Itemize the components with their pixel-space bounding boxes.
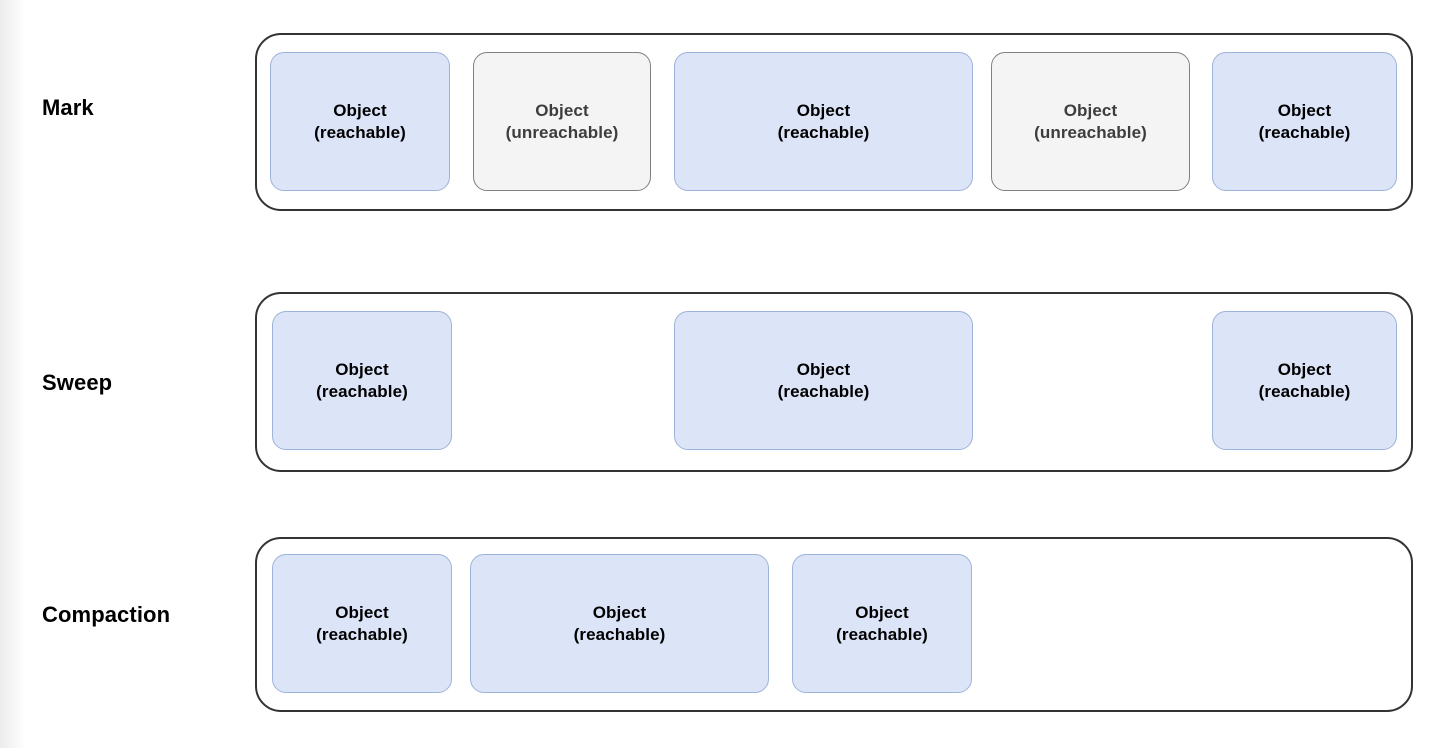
object-title: Object: [333, 100, 387, 120]
object-title: Object: [592, 602, 647, 622]
object-title: Object: [335, 359, 389, 379]
object-title: Object: [535, 100, 589, 120]
object-state: (reachable): [316, 624, 408, 644]
object-state: (reachable): [1258, 122, 1351, 142]
object-title: Object: [1277, 100, 1332, 120]
heap-object-reachable: Object(reachable): [674, 311, 973, 450]
heap-object-reachable: Object(reachable): [272, 554, 452, 693]
heap-object-reachable: Object(reachable): [1212, 311, 1397, 450]
phase-label: Sweep: [42, 370, 113, 395]
object-title: Object: [796, 100, 851, 120]
heap-object-reachable: Object(reachable): [470, 554, 769, 693]
object-state: (reachable): [777, 122, 870, 142]
object-title: Object: [796, 359, 851, 379]
object-state: (reachable): [314, 122, 406, 142]
heap-object-reachable: Object(reachable): [270, 52, 450, 191]
object-title: Object: [335, 602, 389, 622]
heap-object-unreachable: Object(unreachable): [991, 52, 1190, 191]
object-state: (unreachable): [505, 122, 619, 142]
object-title: Object: [855, 602, 909, 622]
object-state: (reachable): [316, 381, 408, 401]
heap-object-reachable: Object(reachable): [272, 311, 452, 450]
object-state: (reachable): [777, 381, 870, 401]
object-state: (reachable): [573, 624, 666, 644]
object-state: (reachable): [836, 624, 928, 644]
object-state: (unreachable): [1034, 122, 1147, 142]
heap-object-unreachable: Object(unreachable): [473, 52, 651, 191]
heap-object-reachable: Object(reachable): [792, 554, 972, 693]
heap-object-reachable: Object(reachable): [674, 52, 973, 191]
phase-label: Compaction: [42, 602, 171, 627]
object-state: (reachable): [1258, 381, 1351, 401]
object-title: Object: [1063, 100, 1118, 120]
heap-object-reachable: Object(reachable): [1212, 52, 1397, 191]
object-title: Object: [1277, 359, 1332, 379]
phase-label: Mark: [42, 95, 94, 120]
